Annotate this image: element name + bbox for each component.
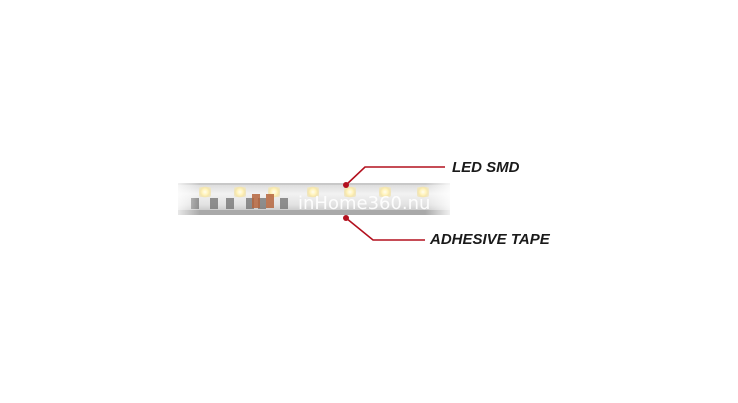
led-glow [379, 186, 391, 198]
solder-pad [246, 198, 254, 209]
resistor [252, 194, 260, 208]
leader-line-adhesive-tape [345, 217, 425, 241]
led-chips [199, 186, 429, 198]
led-strip [170, 180, 455, 220]
solder-pad [210, 198, 218, 209]
watermark-text: inHome360.nu [298, 193, 430, 214]
led-glow [307, 186, 319, 198]
leader-line-led-smd [345, 166, 445, 186]
callout-led-smd: LED SMD [343, 159, 520, 188]
solder-pad [226, 198, 234, 209]
strip-edge-top [178, 183, 450, 185]
callout-adhesive-tape: ADHESIVE TAPE [343, 215, 551, 248]
led-glow [199, 186, 211, 198]
strip-fade-right [425, 180, 455, 220]
adhesive-tape-layer [178, 210, 450, 215]
solder-pad [280, 198, 288, 209]
label-led-smd: LED SMD [452, 159, 520, 176]
led-glow [234, 186, 246, 198]
strip-fade-left [170, 180, 200, 220]
solder-pad [258, 198, 266, 209]
resistor [266, 194, 274, 208]
label-adhesive-tape: ADHESIVE TAPE [429, 231, 551, 248]
led-glow [344, 186, 356, 198]
